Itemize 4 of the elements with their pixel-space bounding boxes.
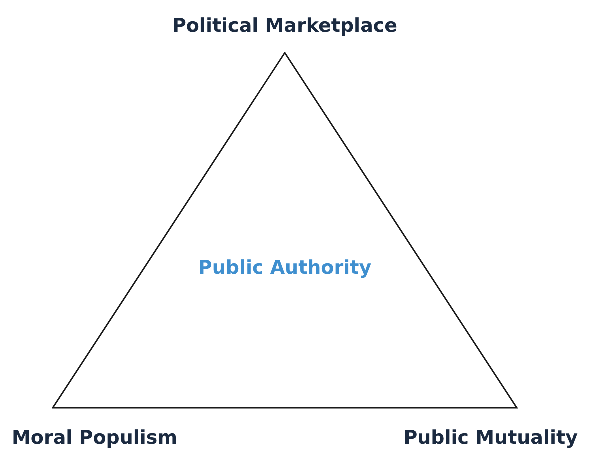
vertex-label: Political Marketplace bbox=[172, 15, 398, 37]
vertex-label: Moral Populism bbox=[12, 427, 178, 449]
center-label: Public Authority bbox=[198, 256, 372, 281]
vertex-label: Public Mutuality bbox=[404, 427, 578, 449]
